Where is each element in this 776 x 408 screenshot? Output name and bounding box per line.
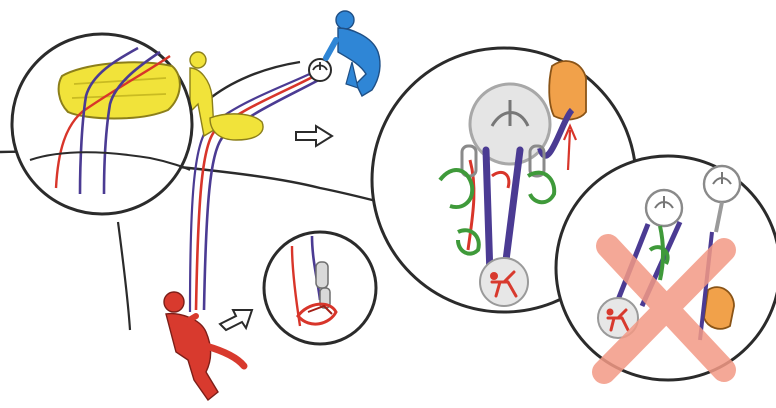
cliff-face [118,222,130,330]
yellow-rescuer-figure [190,52,263,140]
blue-rescuer-figure [326,11,380,96]
pulley-1-icon [646,190,682,226]
pulley-2-icon [704,166,740,202]
anchor-pulley-icon [309,59,331,81]
outline-arrow-up-right-icon [220,310,252,330]
edge-detail-panel [12,34,192,214]
incorrect-system-panel [556,156,776,380]
wrong-anchor-block [704,287,734,329]
connection-detail-panel [264,232,376,344]
cliff-edge [208,62,300,100]
anchor-block [549,61,586,119]
casualty-marker-icon [480,258,528,306]
outline-arrow-right-icon [296,126,332,146]
